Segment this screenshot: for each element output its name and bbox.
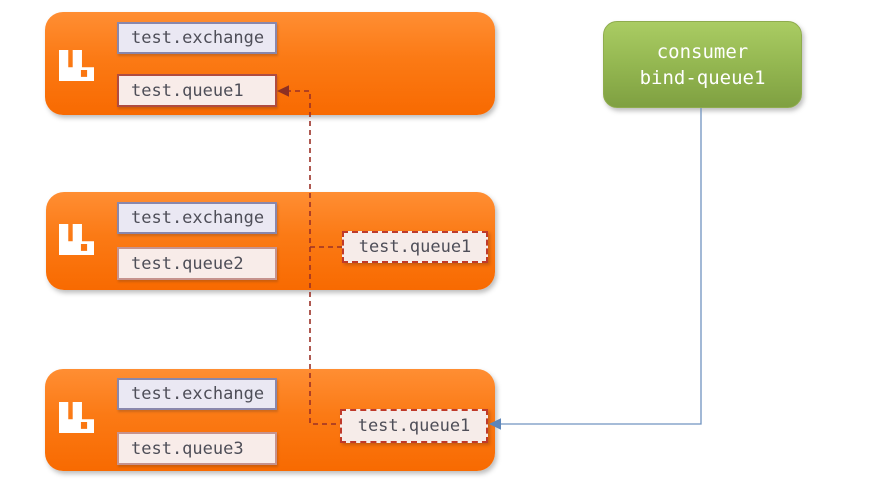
exchange-label: test.exchange xyxy=(117,202,277,234)
consumer-wire xyxy=(489,108,702,430)
rabbitmq-icon xyxy=(59,224,94,255)
queue-label: test.queue3 xyxy=(117,432,277,465)
bound-queue-label: test.queue1 xyxy=(342,231,488,263)
consumer-node: consumer bind-queue1 xyxy=(603,21,802,108)
bound-queue-label: test.queue1 xyxy=(340,409,488,443)
consumer-line-2: bind-queue1 xyxy=(639,66,766,89)
exchange-label-text: test.exchange xyxy=(131,208,265,228)
exchange-label-text: test.exchange xyxy=(131,384,265,404)
consumer-line-1: consumer xyxy=(656,40,749,63)
queue-label-text: test.queue2 xyxy=(131,253,244,274)
bound-queue-label-text: test.queue1 xyxy=(357,416,471,436)
exchange-label: test.exchange xyxy=(117,378,277,410)
bound-queue-label-text: test.queue1 xyxy=(358,237,472,257)
queue-label: test.queue2 xyxy=(117,247,277,280)
queue-label: test.queue1 xyxy=(117,74,277,107)
queue-label-text: test.queue3 xyxy=(131,438,244,459)
exchange-label: test.exchange xyxy=(117,22,277,54)
exchange-label-text: test.exchange xyxy=(131,28,265,48)
queue-label-text: test.queue1 xyxy=(131,80,244,101)
rabbitmq-icon xyxy=(59,402,94,433)
rabbitmq-icon xyxy=(59,50,94,81)
